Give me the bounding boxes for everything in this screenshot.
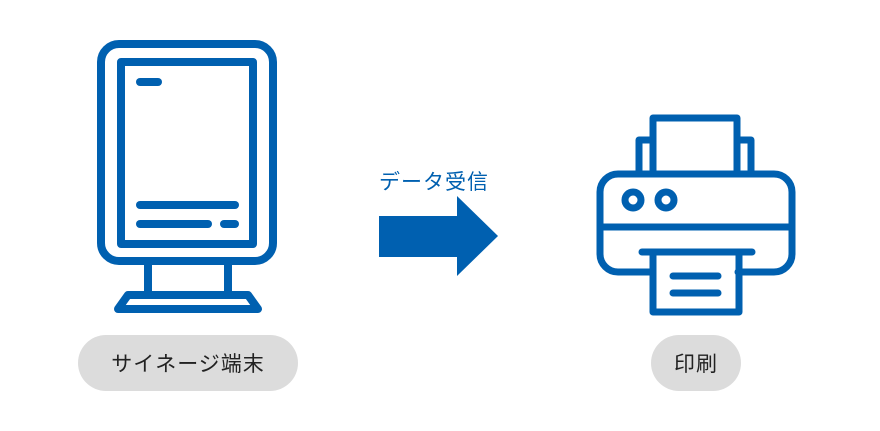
printer-icon [596, 114, 796, 316]
arrow-label: データ受信 [379, 170, 489, 194]
target-label: 印刷 [651, 335, 741, 391]
source-label: サイネージ端末 [78, 335, 298, 391]
digital-signage-icon [97, 40, 277, 313]
arrow-icon [379, 196, 498, 276]
